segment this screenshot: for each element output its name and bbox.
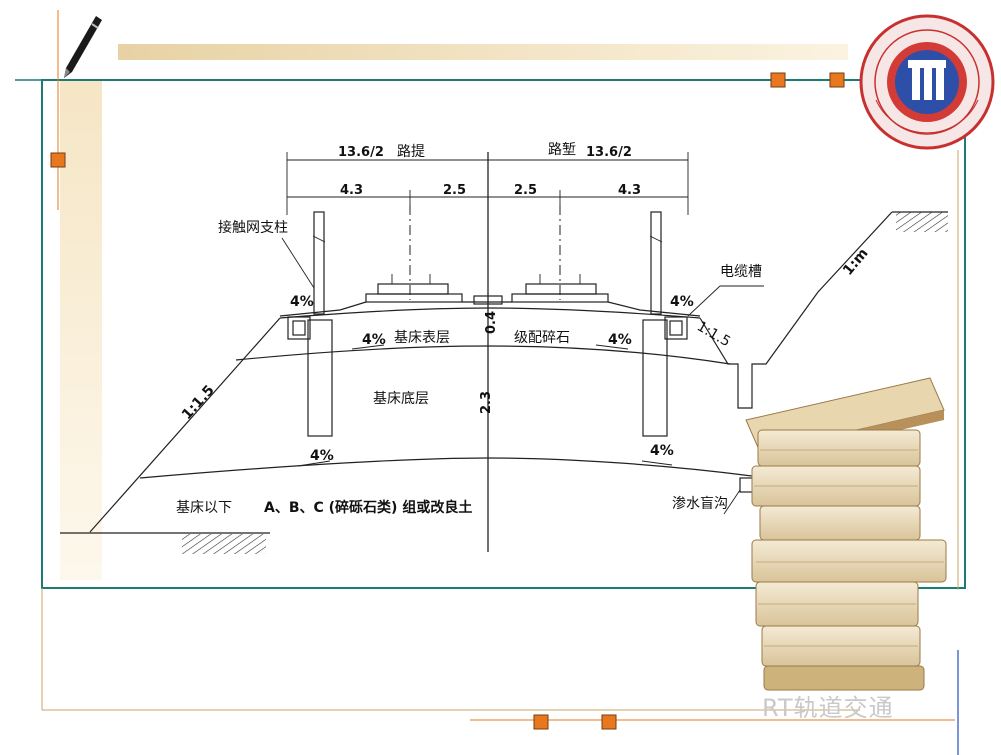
sleeper-left [377, 283, 449, 295]
pen-icon [64, 16, 102, 78]
cut-slope-upper-label: 1:m [840, 245, 872, 278]
grade-label: 4% [608, 332, 632, 348]
watermark-text: RT轨道交通 [762, 694, 894, 722]
bed-bottom-label: 基床底层 [373, 390, 429, 407]
book-stack-illustration [745, 377, 947, 691]
cable-trough-left [287, 316, 311, 340]
cut-slope-lower-label: 1:1.5 [694, 319, 733, 351]
dim-2: 2.5 [443, 183, 466, 198]
top-label-left: 路提 [397, 144, 425, 160]
dim-1: 4.3 [340, 183, 363, 198]
graded-gravel-label: 级配碎石 [514, 330, 570, 346]
orange-square-icon [829, 72, 845, 88]
grade-label: 4% [670, 294, 694, 310]
depth-upper: 0.4 [484, 311, 499, 334]
university-seal-logo [859, 14, 995, 150]
orange-square-icon [601, 714, 617, 730]
orange-square-icon [770, 72, 786, 88]
cable-trough-label: 电缆槽 [720, 264, 762, 280]
fill-material-label: A、B、C (碎砾石类) 组或改良土 [264, 499, 472, 516]
slide-decoration [15, 10, 966, 755]
embankment-slope-label: 1:1.5 [179, 382, 218, 423]
cable-trough-right [664, 316, 688, 340]
orange-square-icon [533, 714, 549, 730]
grade-label: 4% [290, 294, 314, 310]
grade-label: 4% [310, 448, 334, 464]
dim-4: 4.3 [618, 183, 641, 198]
bed-bottom-boundary [139, 457, 753, 479]
top-dim-right: 13.6/2 [586, 145, 632, 160]
bed-surface-label: 基床表层 [394, 329, 450, 346]
grade-label: 4% [362, 332, 386, 348]
depth-lower: 2.3 [479, 391, 494, 414]
top-label-right: 路堑 [548, 142, 576, 158]
catenary-pole-left [313, 211, 325, 315]
bed-surface-bottom [235, 345, 731, 365]
sleeper-right [525, 283, 597, 295]
grade-label: 4% [650, 443, 674, 459]
orange-square-icon [50, 152, 66, 168]
top-dim-left: 13.6/2 [338, 145, 384, 160]
embankment-slope [89, 317, 281, 533]
dim-3: 2.5 [514, 183, 537, 198]
catenary-pole-right [650, 211, 662, 315]
below-bed-label: 基床以下 [176, 499, 232, 516]
catenary-pole-label: 接触网支柱 [218, 219, 288, 236]
ground-hatch [182, 534, 266, 554]
seepage-ditch-label: 渗水盲沟 [672, 495, 728, 512]
bed-surface-top [279, 307, 701, 319]
